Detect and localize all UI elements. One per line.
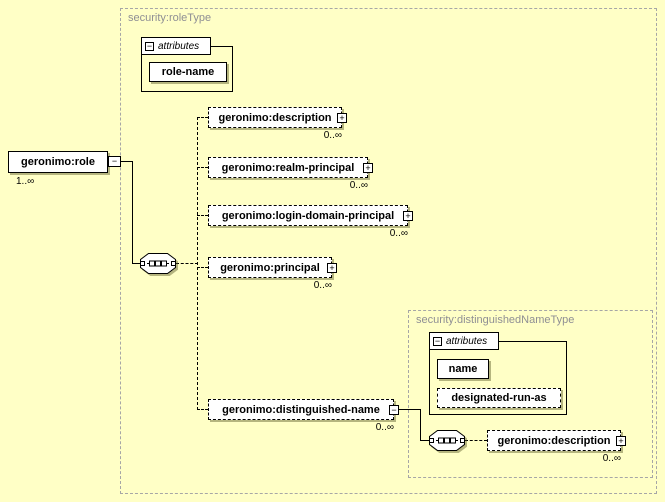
cardinality-label: 0..∞ (323, 130, 342, 141)
element-geronimo-role-label: geronimo:role (21, 156, 95, 168)
expand-icon[interactable]: + (327, 262, 337, 273)
attribute-designated-run-as-label: designated-run-as (451, 392, 547, 404)
element-geronimo-distinguished-name[interactable]: geronimo:distinguished-name − (208, 399, 399, 420)
sequence-compositor-icon[interactable] (429, 430, 465, 456)
distinguishedname-region-label: security:distinguishedNameType (416, 314, 575, 326)
connector-line (399, 409, 421, 410)
collapse-icon[interactable]: − (145, 40, 154, 51)
attribute-role-name-label: role-name (161, 66, 215, 78)
element-label: geronimo:description (218, 111, 332, 124)
connector-line (121, 161, 133, 162)
element-label: geronimo:description (497, 434, 611, 447)
cardinality-label: 0..∞ (313, 280, 332, 291)
cardinality-label: 0..∞ (375, 422, 394, 433)
connector-dashed-line (197, 409, 208, 410)
attributes-label: attributes (446, 335, 488, 347)
element-geronimo-description[interactable]: geronimo:description + (487, 430, 626, 451)
expand-icon[interactable]: + (363, 162, 373, 173)
element-geronimo-role[interactable]: geronimo:role (8, 151, 108, 173)
attribute-designated-run-as[interactable]: designated-run-as (437, 388, 561, 408)
connector-dashed-line (197, 117, 208, 118)
collapse-icon[interactable]: − (433, 335, 442, 346)
cardinality-label: 0..∞ (602, 453, 621, 464)
connector-dashed-line (197, 167, 208, 168)
attribute-name-label: name (448, 363, 478, 375)
connector-dashed-line (176, 263, 198, 264)
collapse-icon[interactable]: − (389, 404, 399, 415)
cardinality-label: 1..∞ (16, 176, 35, 187)
connector-line (132, 263, 141, 264)
element-geronimo-realm-principal[interactable]: geronimo:realm-principal + (208, 157, 373, 178)
connector-line (132, 161, 133, 264)
cardinality-label: 0..∞ (389, 228, 408, 239)
element-label: geronimo:distinguished-name (222, 403, 380, 416)
dntype-attributes-header[interactable]: − attributes (429, 332, 499, 350)
collapse-icon[interactable]: − (108, 156, 121, 167)
expand-icon[interactable]: + (337, 112, 347, 123)
connector-line (420, 440, 430, 441)
attribute-role-name[interactable]: role-name (149, 62, 227, 82)
element-geronimo-login-domain-principal[interactable]: geronimo:login-domain-principal + (208, 205, 413, 226)
element-label: geronimo:login-domain-principal (221, 209, 395, 222)
cardinality-label: 0..∞ (349, 180, 368, 191)
connector-dashed-line (197, 267, 208, 268)
sequence-compositor-icon[interactable] (140, 253, 176, 279)
connector-dashed-line (197, 215, 208, 216)
roletype-attributes-header[interactable]: − attributes (141, 37, 211, 55)
attribute-name[interactable]: name (437, 359, 489, 379)
connector-line (420, 409, 421, 441)
roletype-region: security:roleType (120, 8, 657, 494)
element-label: geronimo:realm-principal (221, 161, 355, 174)
connector-dashed-line (197, 117, 198, 410)
roletype-region-label: security:roleType (128, 12, 212, 24)
element-label: geronimo:principal (220, 261, 320, 274)
expand-icon[interactable]: + (616, 435, 626, 446)
distinguishedname-region: security:distinguishedNameType (408, 310, 653, 478)
attributes-label: attributes (158, 40, 200, 52)
expand-icon[interactable]: + (403, 210, 413, 221)
element-geronimo-description[interactable]: geronimo:description + (208, 107, 347, 128)
element-geronimo-principal[interactable]: geronimo:principal + (208, 257, 337, 278)
connector-dashed-line (465, 440, 487, 441)
